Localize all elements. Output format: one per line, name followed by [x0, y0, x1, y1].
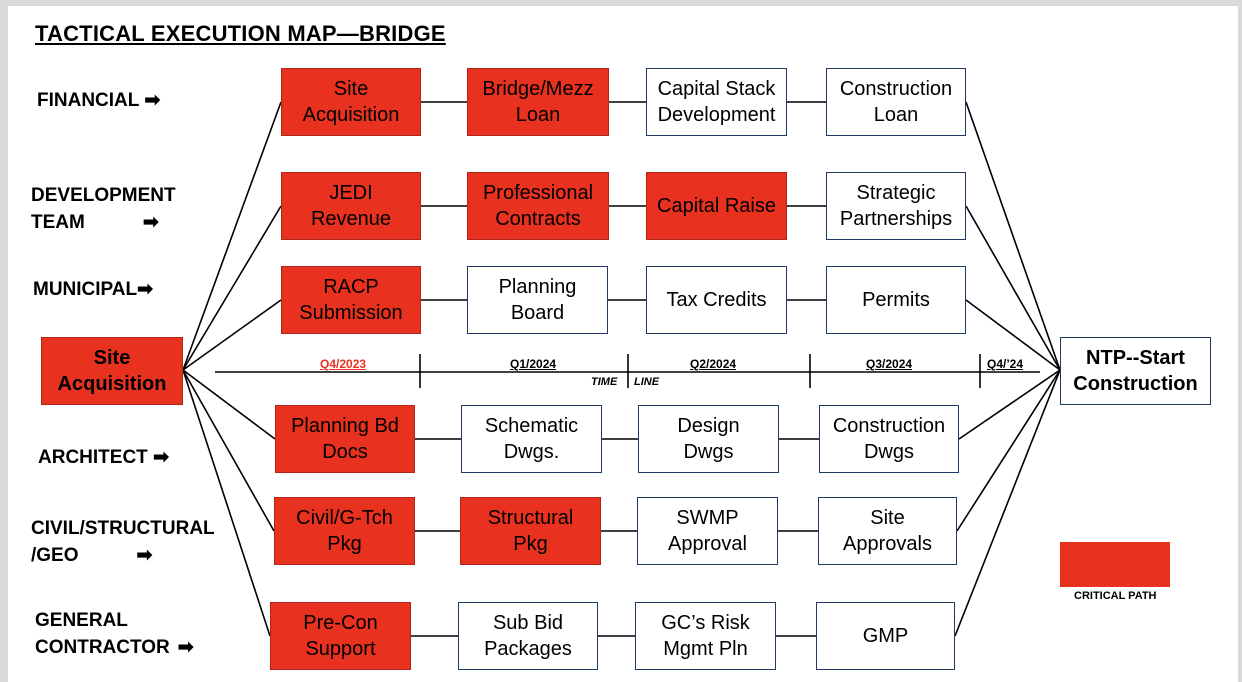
node-development-3[interactable]: Capital Raise	[646, 172, 787, 240]
timeline-period-q3-2024: Q3/2024	[866, 357, 913, 371]
legend-critical-path-label: CRITICAL PATH	[1074, 590, 1157, 602]
row-label-architect-text: ARCHITECT	[38, 447, 148, 468]
row-label-civil: CIVIL/STRUCTURAL /GEO ➡	[31, 515, 215, 569]
node-architect-3[interactable]: Design Dwgs	[638, 405, 779, 473]
node-civil-3[interactable]: SWMP Approval	[637, 497, 778, 565]
node-development-1[interactable]: JEDI Revenue	[281, 172, 421, 240]
node-financial-2[interactable]: Bridge/Mezz Loan	[467, 68, 609, 136]
row-label-financial: FINANCIAL ➡	[37, 87, 160, 114]
row-label-financial-text: FINANCIAL	[37, 90, 140, 111]
page-title: TACTICAL EXECUTION MAP—BRIDGE	[35, 21, 446, 46]
right-arrow-icon: ➡	[153, 447, 169, 468]
right-arrow-icon: ➡	[137, 279, 154, 300]
row-label-municipal: MUNICIPAL➡	[33, 276, 153, 303]
node-architect-4[interactable]: Construction Dwgs	[819, 405, 959, 473]
timeline-period-q4-2023: Q4/2023	[320, 357, 367, 371]
node-gc-4[interactable]: GMP	[816, 602, 955, 670]
node-civil-2[interactable]: Structural Pkg	[460, 497, 601, 565]
row-label-civil-line1: CIVIL/STRUCTURAL	[31, 518, 215, 539]
right-arrow-icon: ➡	[177, 637, 194, 658]
node-financial-1[interactable]: Site Acquisition	[281, 68, 421, 136]
node-financial-4[interactable]: Construction Loan	[826, 68, 966, 136]
row-label-civil-line2-text: /GEO	[31, 545, 79, 566]
row-label-gc-line2-text: CONTRACTOR	[35, 637, 170, 658]
node-civil-4[interactable]: Site Approvals	[818, 497, 957, 565]
node-development-2[interactable]: Professional Contracts	[467, 172, 609, 240]
start-node-site-acquisition[interactable]: Site Acquisition	[41, 337, 183, 405]
row-label-gc-line2: CONTRACTOR ➡	[35, 634, 194, 661]
slide	[8, 6, 1238, 682]
right-arrow-icon: ➡	[144, 90, 161, 111]
right-arrow-icon: ➡	[142, 212, 159, 233]
timeline-period-q2-2024: Q2/2024	[690, 357, 737, 371]
node-municipal-3[interactable]: Tax Credits	[646, 266, 787, 334]
end-node-ntp-start-construction[interactable]: NTP--Start Construction	[1060, 337, 1211, 405]
timeline-period-q4-24: Q4/’24	[987, 357, 1024, 371]
row-label-gc-line1: GENERAL	[35, 610, 128, 631]
row-label-civil-line2: /GEO ➡	[31, 542, 215, 569]
row-label-architect: ARCHITECT ➡	[38, 444, 169, 471]
row-label-development-line2: TEAM ➡	[31, 209, 176, 236]
row-label-municipal-text: MUNICIPAL	[33, 279, 138, 300]
node-municipal-2[interactable]: Planning Board	[467, 266, 608, 334]
right-arrow-icon: ➡	[136, 545, 153, 566]
node-municipal-4[interactable]: Permits	[826, 266, 966, 334]
node-gc-2[interactable]: Sub Bid Packages	[458, 602, 598, 670]
timeline-caption-time: TIME	[591, 376, 618, 388]
row-label-gc: GENERAL CONTRACTOR ➡	[35, 607, 194, 661]
node-gc-3[interactable]: GC’s Risk Mgmt Pln	[635, 602, 776, 670]
node-civil-1[interactable]: Civil/G-Tch Pkg	[274, 497, 415, 565]
legend-critical-path-swatch	[1060, 542, 1170, 587]
node-architect-2[interactable]: Schematic Dwgs.	[461, 405, 602, 473]
node-municipal-1[interactable]: RACP Submission	[281, 266, 421, 334]
row-label-development-line1: DEVELOPMENT	[31, 185, 176, 206]
node-architect-1[interactable]: Planning Bd Docs	[275, 405, 415, 473]
node-gc-1[interactable]: Pre-Con Support	[270, 602, 411, 670]
timeline-period-q1-2024: Q1/2024	[510, 357, 557, 371]
node-development-4[interactable]: Strategic Partnerships	[826, 172, 966, 240]
row-label-development-line2-text: TEAM	[31, 212, 85, 233]
node-financial-3[interactable]: Capital Stack Development	[646, 68, 787, 136]
row-label-development: DEVELOPMENT TEAM ➡	[31, 182, 176, 236]
timeline-caption-line: LINE	[634, 376, 660, 388]
